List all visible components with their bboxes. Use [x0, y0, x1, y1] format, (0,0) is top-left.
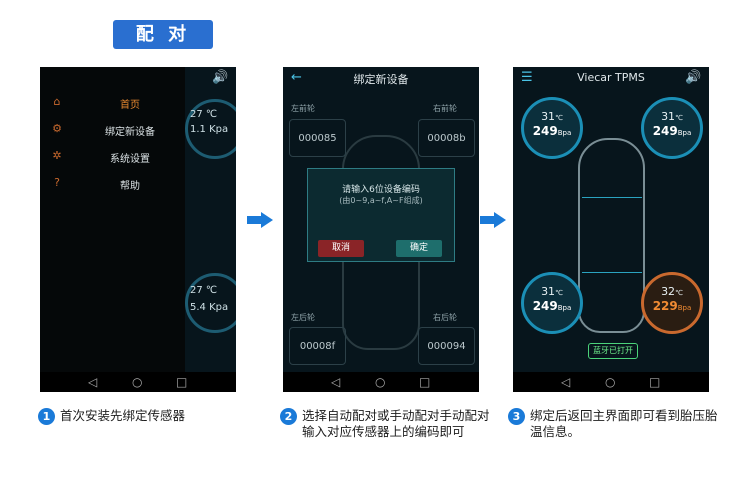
tire-pressure: 249 — [652, 124, 678, 138]
system-nav-bar: ◁ ○ □ — [283, 372, 479, 392]
step-caption-3: 3 绑定后返回主界面即可看到胎压胎温信息。 — [508, 408, 718, 440]
speaker-icon[interactable]: 🔊 — [685, 70, 702, 85]
right-arrow-icon — [480, 212, 506, 228]
menu-item-label: 帮助 — [120, 181, 140, 192]
step-caption-1: 1 首次安装先绑定传感器 — [38, 408, 248, 425]
tire-temp-fragment: 27 ℃ — [190, 285, 218, 296]
phone-screen-tpms-main: ☰ Viecar TPMS 🔊 31℃ 249Bpa 31℃ 249Bpa 31… — [513, 67, 709, 392]
recent-apps-icon[interactable]: □ — [176, 375, 188, 389]
bind-device-icon: ⚙ — [52, 122, 62, 135]
menu-item-help[interactable]: ? 帮助 — [40, 175, 185, 193]
tire-pressure: 249 — [532, 299, 558, 313]
sensor-slot-rear-right[interactable]: 000094 — [418, 327, 475, 365]
tire-pressure-fragment: 5.4 Kpa — [190, 302, 229, 313]
tire-gauge-front-left[interactable]: 31℃ 249Bpa — [521, 97, 583, 159]
step-number: 1 — [38, 408, 55, 425]
tire-gauge-fragment — [185, 273, 236, 333]
phone-screen-menu: 27 ℃ 1.1 Kpa 27 ℃ 5.4 Kpa 🔊 ⌂ 首页 ⚙ 绑定新设备… — [40, 67, 236, 392]
menu-item-home[interactable]: ⌂ 首页 — [40, 94, 185, 112]
device-code-dialog: 请输入6位设备编码 (由0~9,a~f,A~F组成) 取消 确定 — [307, 168, 455, 262]
cancel-button[interactable]: 取消 — [318, 240, 364, 257]
dialog-hint: (由0~9,a~f,A~F组成) — [339, 196, 423, 205]
step-number: 2 — [280, 408, 297, 425]
home-nav-icon[interactable]: ○ — [375, 375, 386, 389]
tire-pressure: 229 — [652, 299, 678, 313]
step-text: 绑定后返回主界面即可看到胎压胎温信息。 — [530, 408, 718, 439]
menu-item-label: 首页 — [120, 100, 140, 111]
tire-temp: 31 — [541, 285, 556, 298]
back-icon[interactable]: ◁ — [561, 375, 571, 389]
right-arrow-icon — [247, 212, 273, 228]
pressure-unit: Bpa — [557, 129, 572, 137]
menu-item-bind-device[interactable]: ⚙ 绑定新设备 — [40, 121, 185, 139]
tire-gauge-rear-right[interactable]: 32℃ 229Bpa — [641, 272, 703, 334]
menu-list-icon[interactable]: ☰ — [521, 70, 533, 85]
system-nav-bar: ◁ ○ □ — [513, 372, 709, 392]
tire-temp: 31 — [541, 110, 556, 123]
pairing-title-button[interactable]: 配 对 — [113, 20, 213, 49]
system-nav-bar: ◁ ○ □ — [40, 372, 236, 392]
pressure-unit: Bpa — [557, 304, 572, 312]
temp-unit: ℃ — [555, 114, 563, 122]
sensor-slot-front-left[interactable]: 000085 — [289, 119, 346, 157]
recent-apps-icon[interactable]: □ — [419, 375, 431, 389]
tire-pressure: 249 — [532, 124, 558, 138]
temp-unit: ℃ — [675, 114, 683, 122]
step-text: 选择自动配对或手动配对手动配对输入对应传感器上的编码即可 — [302, 408, 490, 439]
menu-item-settings[interactable]: ✲ 系统设置 — [40, 148, 185, 166]
back-arrow-icon[interactable]: ← — [291, 70, 302, 85]
home-icon: ⌂ — [53, 95, 61, 108]
app-title: Viecar TPMS — [577, 71, 645, 84]
pressure-unit: Bpa — [677, 304, 692, 312]
hud-line — [582, 272, 642, 273]
sensor-code: 000085 — [298, 133, 337, 144]
pressure-unit: Bpa — [677, 129, 692, 137]
confirm-button[interactable]: 确定 — [396, 240, 442, 257]
hud-line — [582, 197, 642, 198]
top-bar: ☰ Viecar TPMS 🔊 — [513, 67, 709, 89]
slot-label-front-left: 左前轮 — [291, 104, 315, 113]
phone-screen-bind-device: ← 绑定新设备 左前轮 000085 右前轮 00008b 左后轮 00008f… — [283, 67, 479, 392]
home-nav-icon[interactable]: ○ — [605, 375, 616, 389]
bluetooth-status-badge: 蓝牙已打开 — [588, 343, 638, 359]
sensor-code: 000094 — [427, 341, 466, 352]
help-icon: ? — [54, 176, 60, 189]
back-icon[interactable]: ◁ — [88, 375, 98, 389]
temp-unit: ℃ — [675, 289, 683, 297]
tire-gauge-rear-left[interactable]: 31℃ 249Bpa — [521, 272, 583, 334]
drawer-menu: ⌂ 首页 ⚙ 绑定新设备 ✲ 系统设置 ? 帮助 — [40, 67, 185, 372]
home-nav-icon[interactable]: ○ — [132, 375, 143, 389]
screen-title: 绑定新设备 — [353, 73, 409, 86]
slot-label-front-right: 右前轮 — [433, 104, 457, 113]
menu-item-label: 系统设置 — [110, 154, 150, 165]
temp-unit: ℃ — [555, 289, 563, 297]
dialog-prompt: 请输入6位设备编码 — [342, 185, 420, 195]
slot-label-rear-left: 左后轮 — [291, 313, 315, 322]
recent-apps-icon[interactable]: □ — [649, 375, 661, 389]
tire-temp-fragment: 27 ℃ — [190, 109, 218, 120]
back-icon[interactable]: ◁ — [331, 375, 341, 389]
sensor-code: 00008f — [299, 341, 336, 352]
top-bar: ← 绑定新设备 — [283, 67, 479, 89]
car-graphic — [578, 138, 645, 333]
speaker-icon[interactable]: 🔊 — [212, 70, 229, 85]
step-caption-2: 2 选择自动配对或手动配对手动配对输入对应传感器上的编码即可 — [280, 408, 490, 440]
sensor-slot-rear-left[interactable]: 00008f — [289, 327, 346, 365]
tire-temp: 32 — [661, 285, 676, 298]
menu-item-label: 绑定新设备 — [105, 127, 155, 138]
tire-pressure-fragment: 1.1 Kpa — [190, 124, 229, 135]
sensor-slot-front-right[interactable]: 00008b — [418, 119, 475, 157]
step-number: 3 — [508, 408, 525, 425]
gear-icon: ✲ — [52, 149, 62, 162]
tire-gauge-front-right[interactable]: 31℃ 249Bpa — [641, 97, 703, 159]
tire-gauge-fragment — [185, 99, 236, 159]
sensor-code: 00008b — [427, 133, 466, 144]
slot-label-rear-right: 右后轮 — [433, 313, 457, 322]
step-text: 首次安装先绑定传感器 — [60, 408, 186, 423]
tire-temp: 31 — [661, 110, 676, 123]
